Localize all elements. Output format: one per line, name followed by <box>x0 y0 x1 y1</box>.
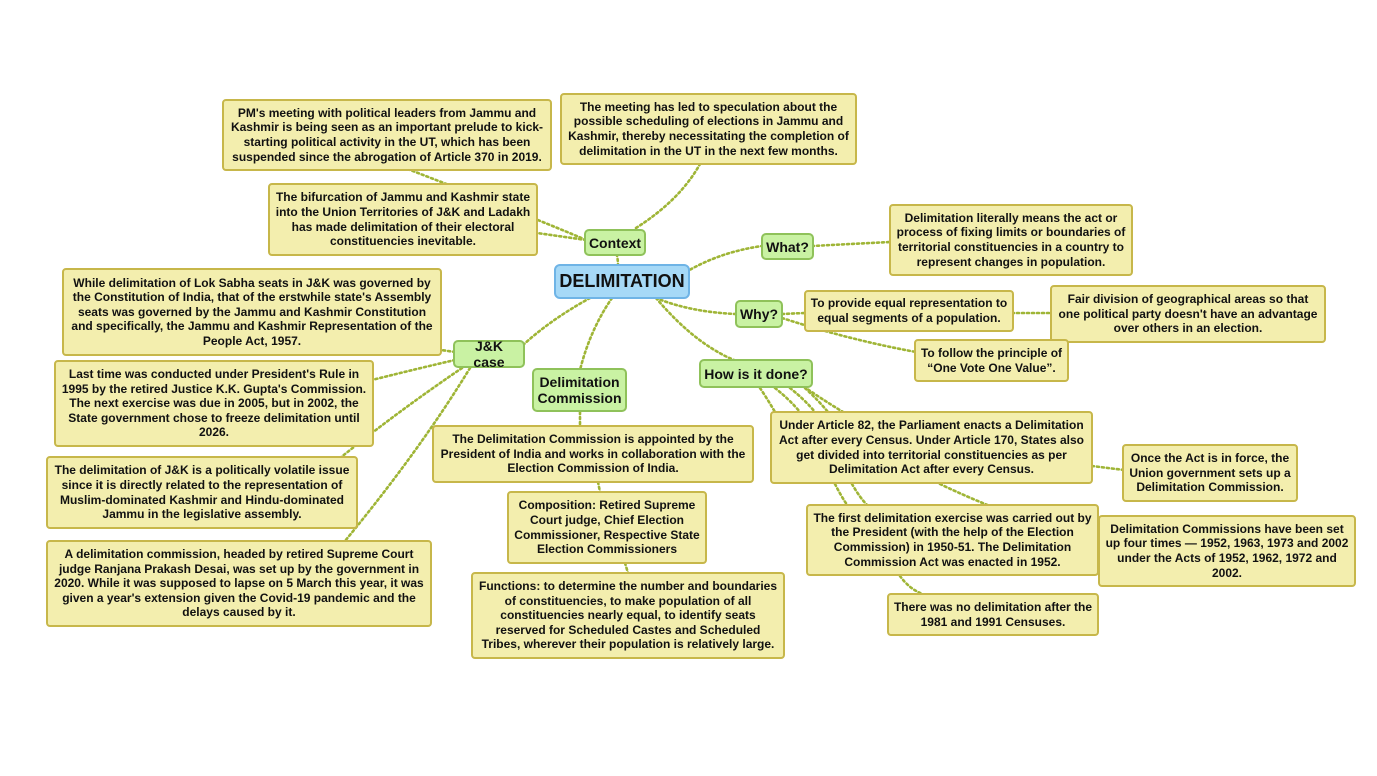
link-jk-lasttime <box>370 358 457 382</box>
topic-why[interactable]: Why? <box>735 300 783 328</box>
link-central-how <box>654 296 747 366</box>
note-one-vote-one-value[interactable]: To follow the principle of “One Vote One… <box>914 339 1069 382</box>
link-why-onevote <box>780 316 918 354</box>
note-election-speculation[interactable]: The meeting has led to speculation about… <box>560 93 857 165</box>
link-how-article-2 <box>773 386 802 414</box>
note-article-82[interactable]: Under Article 82, the Parliament enacts … <box>770 411 1093 484</box>
note-act-in-force[interactable]: Once the Act is in force, the Union gove… <box>1122 444 1298 502</box>
note-four-times[interactable]: Delimitation Commissions have been set u… <box>1098 515 1356 587</box>
link-context-bifurcation <box>535 231 588 242</box>
note-commission-functions[interactable]: Functions: to determine the number and b… <box>471 572 785 659</box>
note-fair-division[interactable]: Fair division of geographical areas so t… <box>1050 285 1326 343</box>
link-jk-volatile <box>338 366 464 460</box>
topic-jk-case[interactable]: J&K case <box>453 338 525 370</box>
link-central-jk <box>520 296 592 348</box>
link-how-article-3 <box>788 386 817 414</box>
link-how-article-1 <box>758 386 777 414</box>
central-topic[interactable]: DELIMITATION <box>554 264 690 299</box>
note-commission-composition[interactable]: Composition: Retired Supreme Court judge… <box>507 491 707 564</box>
note-jk-last-time[interactable]: Last time was conducted under President'… <box>54 360 374 447</box>
link-what-definition <box>810 240 892 248</box>
note-jk-governance[interactable]: While delimitation of Lok Sabha seats in… <box>62 268 442 356</box>
link-how-article-5 <box>798 382 845 414</box>
note-no-delimitation[interactable]: There was no delimitation after the 1981… <box>887 593 1099 636</box>
link-jk-governance <box>439 348 457 354</box>
topic-how-is-it-done[interactable]: How is it done? <box>699 359 813 388</box>
note-bifurcation[interactable]: The bifurcation of Jammu and Kashmir sta… <box>268 183 538 256</box>
topic-delimitation-commission[interactable]: Delimitation Commission <box>532 368 627 412</box>
link-article-first-3 <box>938 482 992 508</box>
link-article-first <box>833 482 850 508</box>
link-article-actinforce <box>1090 464 1126 472</box>
link-central-commission <box>578 296 614 372</box>
note-first-exercise[interactable]: The first delimitation exercise was carr… <box>806 504 1099 576</box>
link-central-why <box>654 296 738 316</box>
link-context-speculation <box>634 162 702 230</box>
topic-context[interactable]: Context <box>584 229 646 256</box>
note-jk-volatile-issue[interactable]: The delimitation of J&K is a politically… <box>46 456 358 529</box>
link-composition-functions <box>623 561 630 575</box>
note-pm-meeting[interactable]: PM's meeting with political leaders from… <box>222 99 552 171</box>
note-commission-appointment[interactable]: The Delimitation Commission is appointed… <box>432 425 754 483</box>
link-central-what <box>684 244 764 274</box>
link-appointment-composition <box>596 480 602 494</box>
note-jk-desai-commission[interactable]: A delimitation commission, headed by ret… <box>46 540 432 627</box>
topic-what[interactable]: What? <box>761 233 814 260</box>
note-equal-representation[interactable]: To provide equal representation to equal… <box>804 290 1014 332</box>
link-why-equal <box>780 311 807 316</box>
note-definition[interactable]: Delimitation literally means the act or … <box>889 204 1133 276</box>
link-jk-desai <box>343 366 472 543</box>
link-article-first-2 <box>850 482 870 508</box>
